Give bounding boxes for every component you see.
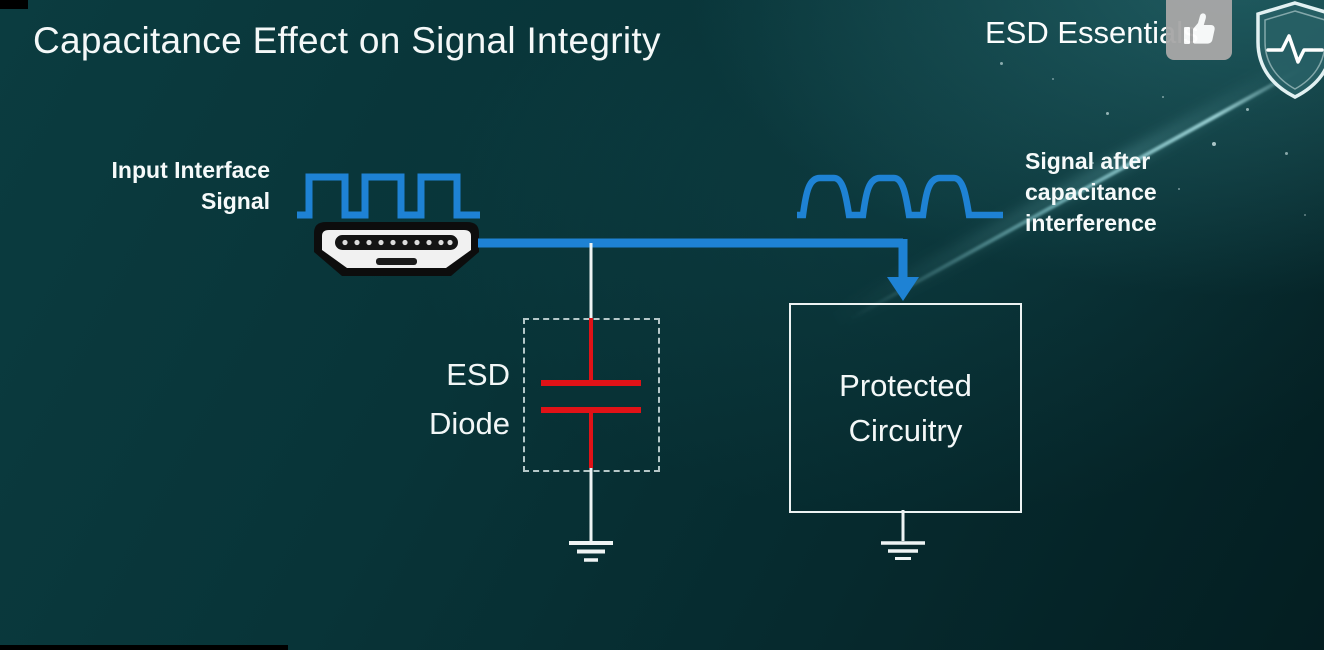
- sparkle-dot: [1092, 162, 1094, 164]
- sparkle-dot: [1106, 112, 1109, 115]
- sparkle-dot: [1162, 96, 1164, 98]
- input-signal-label: Input Interface Signal: [40, 155, 270, 217]
- input-signal-label-line2: Signal: [200, 188, 270, 214]
- hdmi-pin-slot: [335, 235, 458, 250]
- thumbs-up-icon: [1166, 0, 1232, 60]
- letterbox-artifact: [0, 0, 28, 9]
- signal-arrowhead: [887, 277, 919, 301]
- protected-ground-symbol: [881, 541, 925, 560]
- sparkle-dot: [1212, 142, 1216, 146]
- protected-circuitry-box: Protected Circuitry: [789, 303, 1022, 513]
- sparkle-dot: [1000, 62, 1003, 65]
- protected-circuitry-line1: Protected: [839, 368, 972, 403]
- esd-diode-label-line2: Diode: [429, 406, 510, 441]
- shield-outline: [1256, 1, 1324, 99]
- hdmi-connector-icon: [314, 222, 479, 276]
- slide-title: Capacitance Effect on Signal Integrity: [33, 20, 661, 61]
- capacitor-ground-symbol: [569, 541, 613, 562]
- sparkle-dot: [1285, 152, 1288, 155]
- pulse-line: [1266, 34, 1324, 64]
- esd-diode-label: ESD Diode: [360, 350, 510, 448]
- sparkle-dot: [1178, 188, 1180, 190]
- sparkle-dot: [1246, 108, 1249, 111]
- protected-circuitry-line2: Circuitry: [848, 413, 963, 448]
- output-signal-label-line2: capacitance: [1025, 179, 1157, 205]
- sparkle-dot: [1052, 78, 1054, 80]
- clean-waveform: [297, 173, 480, 219]
- output-signal-label-line3: interference: [1025, 210, 1157, 236]
- distorted-waveform: [797, 174, 1003, 219]
- output-signal-label-line1: Signal after: [1025, 148, 1151, 174]
- hdmi-bottom-notch: [376, 258, 417, 265]
- sparkle-dot: [1304, 214, 1306, 216]
- brand-title: ESD Essentials: [985, 15, 1199, 50]
- letterbox-artifact: [0, 645, 288, 650]
- shield-pulse-icon: [1252, 0, 1324, 102]
- esd-diode-label-line1: ESD: [446, 357, 510, 392]
- input-signal-label-line1: Input Interface: [111, 157, 270, 183]
- output-signal-label: Signal after capacitance interference: [1025, 146, 1215, 239]
